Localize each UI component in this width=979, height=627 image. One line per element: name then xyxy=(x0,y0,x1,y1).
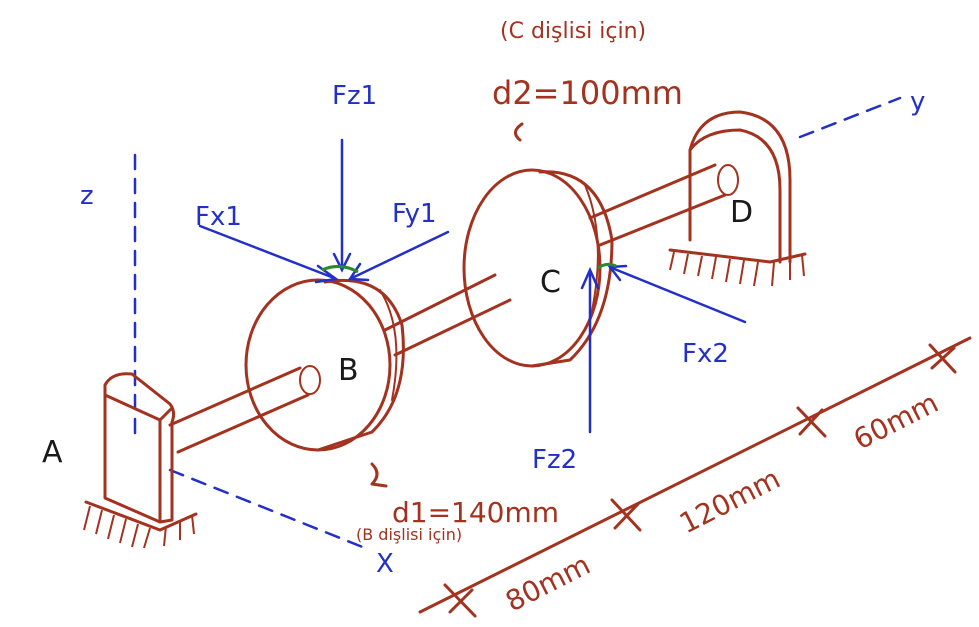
bearing-a xyxy=(83,372,198,549)
x-axis-label: X xyxy=(376,549,394,579)
shaft xyxy=(168,163,739,454)
gear-c-note: (C dişlisi için) xyxy=(500,19,646,44)
fz2-label: Fz2 xyxy=(532,445,577,475)
two-mark xyxy=(370,462,388,488)
point-a-label: A xyxy=(42,435,63,470)
force-arrows xyxy=(198,138,747,434)
y-axis-line xyxy=(798,96,902,139)
fx1-label: Fx1 xyxy=(195,202,242,232)
gear-b-note: (B dişlisi için) xyxy=(356,525,462,544)
point-c-label: C xyxy=(540,265,561,300)
fx1-arrow xyxy=(198,224,336,280)
fz1-label: Fz1 xyxy=(332,81,377,111)
y-axis-label: y xyxy=(910,87,925,117)
dim-bc-label: 120mm xyxy=(674,462,785,540)
tilde-mark xyxy=(514,122,524,142)
gear-b-diameter: d1=140mm xyxy=(392,496,559,529)
dim-ab-label: 80mm xyxy=(500,548,595,618)
dimension-line xyxy=(418,336,972,618)
dim-cd-label: 60mm xyxy=(848,386,943,456)
gear-c-diameter: d2=100mm xyxy=(492,74,683,112)
point-d-label: D xyxy=(730,195,753,230)
z-axis-label: z xyxy=(80,181,94,211)
fy1-arrow xyxy=(350,230,450,280)
point-b-label: B xyxy=(338,353,359,388)
fy1-label: Fy1 xyxy=(392,199,437,229)
fx2-label: Fx2 xyxy=(682,339,729,369)
fx2-arrow xyxy=(610,266,747,324)
x-axis-line xyxy=(168,468,367,550)
gear-b xyxy=(244,278,405,452)
bearing-d xyxy=(668,110,807,287)
